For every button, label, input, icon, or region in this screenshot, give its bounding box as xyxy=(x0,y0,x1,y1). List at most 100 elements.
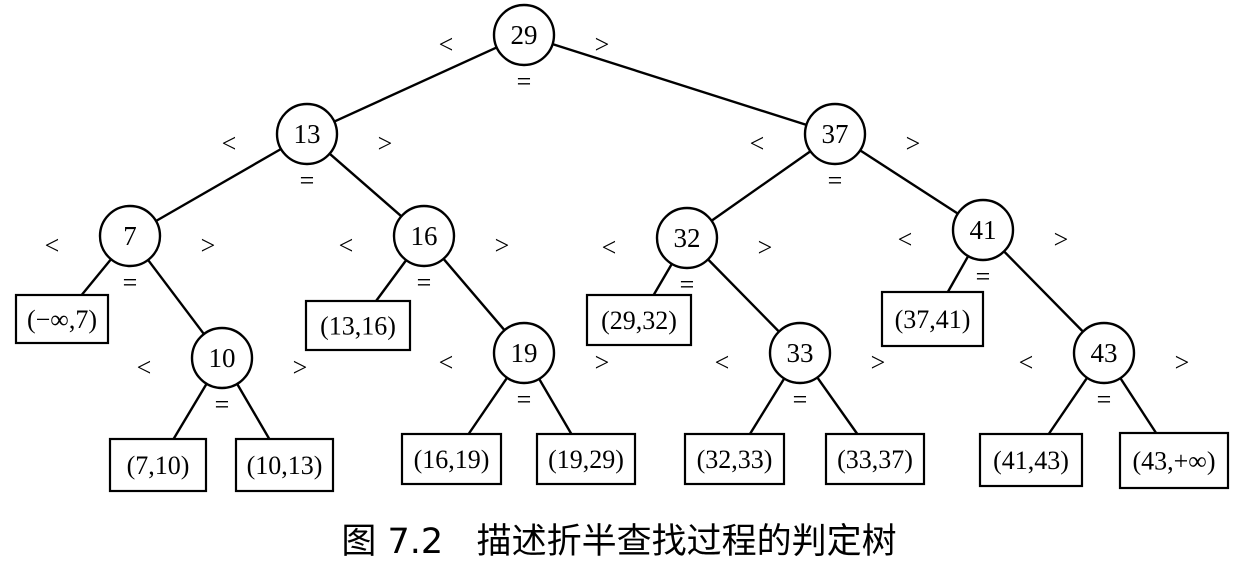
leaf-box xyxy=(880,290,985,348)
leaf-interval-l11: (43,+∞) xyxy=(1118,431,1230,490)
node-circle xyxy=(768,321,832,385)
node-key-label: 33 xyxy=(787,338,814,368)
comparison-less-label: < xyxy=(898,225,913,254)
node-circle xyxy=(803,102,867,166)
comparison-equal-label: = xyxy=(517,67,532,96)
leaf-interval-label: (41,43) xyxy=(993,446,1069,475)
edge-n7-n10 xyxy=(147,259,205,335)
leaf-interval-label: (7,10) xyxy=(127,451,190,480)
edge-n13-n7 xyxy=(155,147,282,223)
comparison-less-label: < xyxy=(45,231,60,260)
comparison-less-label: < xyxy=(439,30,454,59)
comparison-equal-label: = xyxy=(300,166,315,195)
edge-n32-l6 xyxy=(652,263,673,296)
leaf-interval-l3: (13,16) xyxy=(304,299,412,352)
edge-n41-l9 xyxy=(946,255,970,293)
node-circle xyxy=(655,206,719,270)
leaf-interval-l10: (41,43) xyxy=(978,432,1084,488)
comparison-equal-label: = xyxy=(215,390,230,419)
edge-n43-l10 xyxy=(1047,377,1089,435)
node-circle xyxy=(275,102,339,166)
comparison-less-label: < xyxy=(1019,348,1034,377)
leaf-box xyxy=(824,432,926,486)
edge-n16-n19 xyxy=(442,258,506,331)
tree-node-16: 16 xyxy=(392,204,456,268)
tree-node-41: 41 xyxy=(951,198,1015,262)
leaf-interval-l6: (29,32) xyxy=(585,293,693,347)
comparison-equal-label: = xyxy=(680,270,695,299)
leaf-interval-l5: (19,29) xyxy=(535,432,637,486)
leaf-interval-l2: (10,13) xyxy=(234,437,335,493)
node-key-label: 13 xyxy=(294,119,321,149)
edge-n41-n43 xyxy=(1003,250,1084,333)
leaf-box xyxy=(400,432,503,486)
comparison-less-label: < xyxy=(439,348,454,377)
leaf-interval-label: (32,33) xyxy=(697,445,773,474)
comparison-greater-label: > xyxy=(378,129,393,158)
tree-node-32: 32 xyxy=(655,206,719,270)
comparison-less-label: < xyxy=(715,348,730,377)
leaves-layer: (−∞,7) (7,10) (10,13) (13,16) (16,19) (19,29)… xyxy=(14,290,1230,493)
comparison-less-label: < xyxy=(750,129,765,158)
comparison-equal-label: = xyxy=(828,166,843,195)
node-key-label: 37 xyxy=(822,119,849,149)
comparison-less-label: < xyxy=(222,129,237,158)
edge-n33-l8 xyxy=(816,376,859,435)
leaf-box xyxy=(234,437,335,493)
leaf-interval-l7: (32,33) xyxy=(683,432,786,486)
node-key-label: 41 xyxy=(970,215,997,245)
comparison-greater-label: > xyxy=(1175,348,1190,377)
edge-n13-n16 xyxy=(328,152,403,218)
node-key-label: 7 xyxy=(123,221,137,251)
comparison-greater-label: > xyxy=(495,231,510,260)
comparison-labels-layer: <=><=><=><=><=><=><=><=><=><=><=> xyxy=(45,30,1190,419)
leaf-box xyxy=(978,432,1084,488)
comparison-equal-label: = xyxy=(123,268,138,297)
leaf-interval-label: (10,13) xyxy=(247,451,323,480)
leaf-interval-l0: (−∞,7) xyxy=(14,293,110,345)
comparison-greater-label: > xyxy=(595,30,610,59)
edge-n37-n41 xyxy=(859,149,959,215)
comparison-less-label: < xyxy=(339,231,354,260)
comparison-greater-label: > xyxy=(595,348,610,377)
edge-n10-l2 xyxy=(236,383,271,440)
edge-n19-l5 xyxy=(538,378,573,435)
comparison-equal-label: = xyxy=(1097,385,1112,414)
node-circle xyxy=(1072,321,1136,385)
leaf-interval-l4: (16,19) xyxy=(400,432,503,486)
node-key-label: 10 xyxy=(209,343,236,373)
leaf-box xyxy=(14,293,110,345)
node-circle xyxy=(492,3,556,67)
node-circle xyxy=(190,326,254,390)
edge-n33-l7 xyxy=(748,377,786,435)
comparison-greater-label: > xyxy=(906,129,921,158)
tree-node-43: 43 xyxy=(1072,321,1136,385)
leaf-interval-l1: (7,10) xyxy=(108,437,208,493)
edges-layer xyxy=(80,42,1158,440)
comparison-greater-label: > xyxy=(201,231,216,260)
comparison-equal-label: = xyxy=(417,268,432,297)
node-circle xyxy=(492,321,556,385)
comparison-equal-label: = xyxy=(976,262,991,291)
leaf-interval-label: (37,41) xyxy=(895,305,971,334)
comparison-greater-label: > xyxy=(758,233,773,262)
tree-node-29: 29 xyxy=(492,3,556,67)
edge-n10-l1 xyxy=(172,383,208,440)
edge-n29-n13 xyxy=(333,46,498,123)
comparison-greater-label: > xyxy=(293,353,308,382)
comparison-equal-label: = xyxy=(517,385,532,414)
node-key-label: 16 xyxy=(411,221,438,251)
comparison-greater-label: > xyxy=(1054,225,1069,254)
leaf-box xyxy=(585,293,693,347)
tree-node-37: 37 xyxy=(803,102,867,166)
comparison-less-label: < xyxy=(137,353,152,382)
leaf-interval-l8: (33,37) xyxy=(824,432,926,486)
edge-n43-l11 xyxy=(1119,377,1158,434)
leaf-box xyxy=(535,432,637,486)
leaf-box xyxy=(108,437,208,493)
leaf-interval-label: (43,+∞) xyxy=(1132,447,1215,476)
tree-node-19: 19 xyxy=(492,321,556,385)
edge-n32-n33 xyxy=(707,258,780,333)
